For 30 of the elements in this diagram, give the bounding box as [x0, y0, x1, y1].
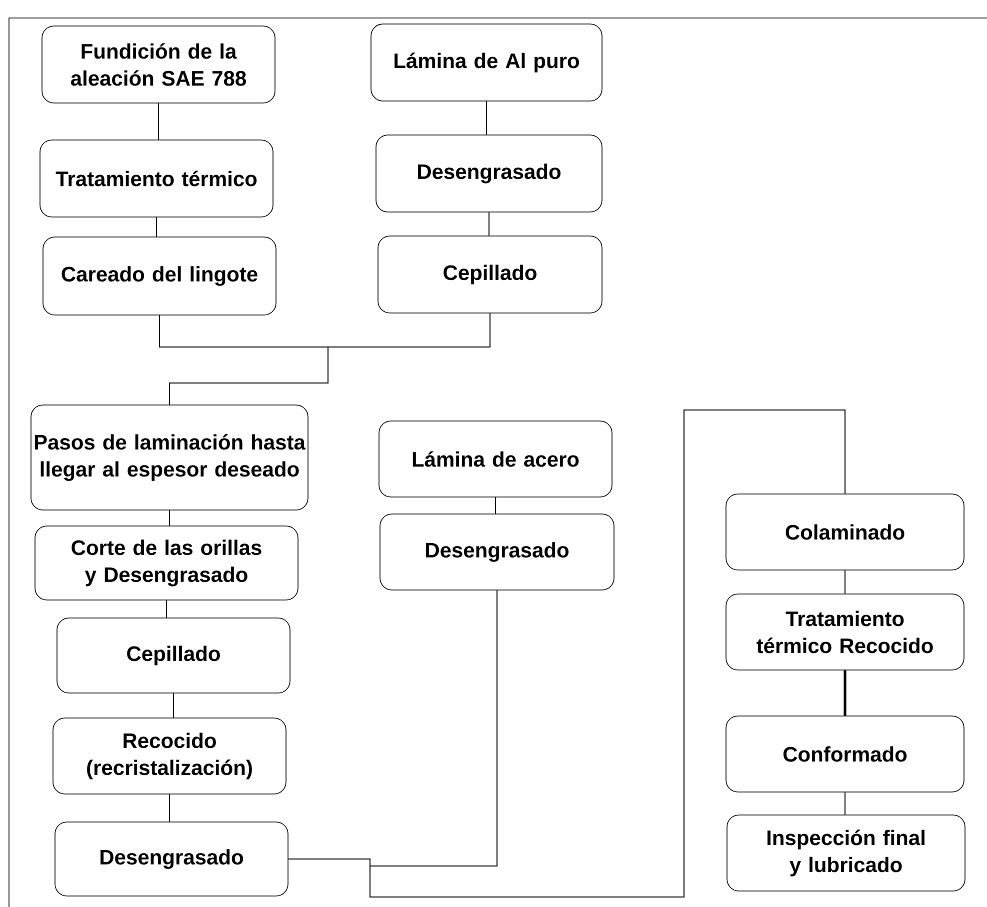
process-box: Inspección final y lubricado — [726, 814, 966, 892]
process-box: Recocido (recristalización) — [52, 718, 286, 794]
process-box: Pasos de laminación hasta llegar al espesor deseado — [30, 404, 308, 510]
process-box: Fundición de la aleación SAE 788 — [42, 26, 276, 104]
connector-line — [844, 792, 846, 816]
connector-line — [166, 600, 167, 618]
process-box: Corte de las orillas y Desengrasado — [34, 526, 298, 600]
connector-line — [173, 692, 174, 718]
connector-line — [844, 670, 846, 716]
connector-line — [169, 312, 490, 406]
process-box: Conformado — [726, 716, 964, 792]
connector-line — [158, 102, 159, 140]
process-box: Desengrasado — [376, 134, 602, 212]
connector-line — [844, 570, 846, 594]
process-box: Colaminado — [726, 494, 964, 570]
process-box: Cepillado — [378, 236, 602, 314]
process-box: Careado del lingote — [42, 236, 276, 316]
process-box: Lámina de Al puro — [370, 24, 602, 102]
process-box: Tratamiento térmico — [40, 140, 274, 218]
connector-line — [495, 496, 496, 514]
connector-line — [169, 510, 170, 526]
process-box: Lámina de acero — [378, 420, 612, 498]
process-box: Cepillado — [56, 618, 290, 694]
process-box: Tratamiento térmico Recocido — [726, 594, 964, 670]
connector-line — [488, 212, 490, 236]
process-box: Desengrasado — [54, 822, 288, 896]
connector-line — [169, 794, 170, 822]
process-box: Desengrasado — [380, 514, 614, 590]
connector-line — [156, 216, 157, 238]
connector-line — [486, 100, 487, 136]
